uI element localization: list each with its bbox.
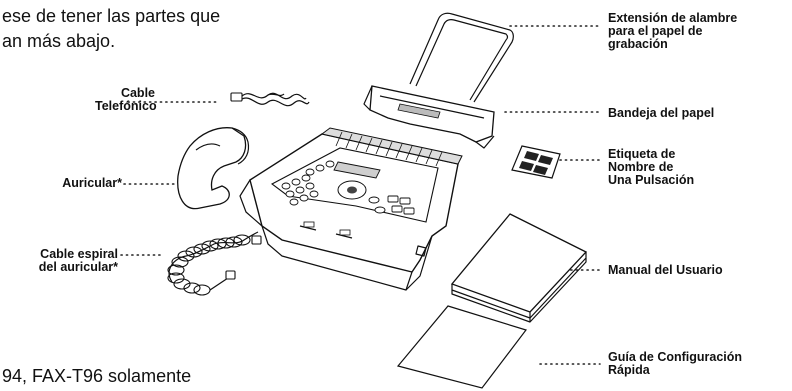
label-cable-telefonico: Cable Telefónico	[95, 86, 157, 113]
footnote: 94, FAX-T96 solamente	[2, 366, 192, 386]
telephone-cable-icon	[230, 92, 310, 107]
label-cable-espiral-line-1: Cable espiral	[40, 247, 118, 261]
label-cable-telefonico-line-1: Cable	[120, 86, 155, 100]
label-extension-alambre: Extensión de alambre para el papel de gr…	[608, 12, 737, 51]
intro-line-1: ese de tener las partes que	[2, 6, 221, 26]
label-etiqueta: Etiqueta de Nombre de Una Pulsación	[608, 148, 694, 187]
label-manual: Manual del Usuario	[608, 263, 723, 277]
label-cable-espiral: Cable espiral del auricular*	[14, 248, 118, 274]
intro-line-2: an más abajo.	[2, 31, 116, 51]
label-guia-line-2: Rápida	[608, 363, 650, 377]
intro-text: ese de tener las partes que an más abajo…	[2, 4, 220, 54]
label-guia-line-1: Guía de Configuración	[608, 350, 743, 364]
one-touch-label-icon	[511, 145, 561, 179]
label-extension-alambre-line-2: para el papel de	[608, 24, 703, 38]
label-extension-alambre-line-3: grabación	[608, 37, 668, 51]
label-etiqueta-line-3: Una Pulsación	[608, 173, 695, 187]
label-auricular: Auricular*	[62, 176, 122, 190]
fax-machine-icon	[239, 127, 463, 291]
label-extension-alambre-line-1: Extensión de alambre	[608, 11, 738, 25]
label-cable-telefonico-line-2: Telefónico	[95, 99, 157, 113]
paper-tray-icon	[363, 85, 495, 149]
user-manual-icon	[450, 213, 588, 323]
label-bandeja-papel: Bandeja del papel	[608, 106, 715, 120]
coiled-cord-icon	[167, 231, 262, 296]
label-guia: Guía de Configuración Rápida	[608, 351, 742, 377]
label-etiqueta-line-2: Nombre de	[608, 160, 674, 174]
handset-icon	[177, 127, 250, 210]
wire-extension-icon	[409, 12, 514, 103]
quick-setup-guide-icon	[396, 305, 527, 389]
label-cable-espiral-line-2: del auricular*	[38, 260, 118, 274]
label-etiqueta-line-1: Etiqueta de	[608, 147, 676, 161]
